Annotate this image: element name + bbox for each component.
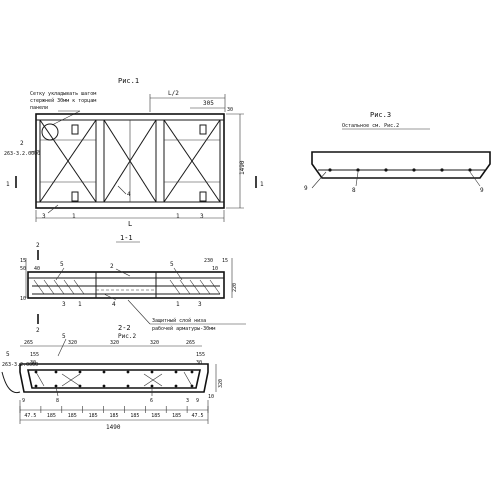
section11-note-line2: рабочей арматуры-30мм — [152, 325, 215, 332]
fig2-rebar-dots — [34, 370, 194, 388]
fig2-title: 2-2 — [118, 324, 131, 332]
fig2-pos-9-right: 9 — [196, 398, 199, 404]
fig1-mesh-ref-code: 263-3.2.0000 — [4, 151, 40, 157]
fig2-dim-265-left: 265 — [24, 340, 33, 346]
fig2-dim-155-left: 155 — [30, 352, 39, 358]
fig1-loop-tr — [199, 124, 207, 135]
fig1-dim-30: 30 — [227, 107, 233, 113]
fig1-loop-br — [199, 191, 207, 202]
fig1-pos-1-right: 1 — [176, 213, 180, 220]
fig2-dim-320-3: 320 — [150, 340, 159, 346]
section11-pos-1-right: 1 — [176, 301, 180, 308]
section-1-1: 1-1 2 5 2 5 3 1 4 1 — [20, 234, 246, 334]
section11-body — [27, 271, 225, 299]
fig3-side-view: Рис.3 Остальное см. Рис.2 9 8 9 — [304, 111, 491, 194]
fig3-pos-9-left: 9 — [304, 185, 308, 192]
fig3-pos-9-right: 9 — [480, 187, 484, 194]
fig1-section-mark-right: 1 — [260, 181, 264, 188]
fig1-title: Рис.1 — [118, 77, 139, 85]
fig2-pos-9-left: 9 — [22, 398, 25, 404]
fig2-dim-155-right: 155 — [196, 352, 205, 358]
fig2-dim-30-left: 30 — [30, 360, 36, 366]
fig2-bottom-dims: 47.5 185 185 185 185 185 185 185 47.5 — [19, 406, 209, 419]
fig3-pos-8: 8 — [352, 187, 356, 194]
fig2-dim-30-right: 30 — [196, 360, 202, 366]
section11-pos-3-right: 3 — [198, 301, 202, 308]
fig1-panel-outline — [35, 113, 225, 209]
fig1-note-leader — [51, 110, 81, 126]
fig1-mesh-ref: 2 — [20, 140, 24, 147]
fig2-bottom-dim-label: 47.5 — [192, 413, 204, 419]
fig2-total-width: 1490 — [106, 424, 121, 431]
section11-title: 1-1 — [120, 234, 133, 242]
fig2-bottom-dim-label: 185 — [68, 413, 77, 419]
fig1-half-span-label: L/2 — [168, 90, 179, 97]
section11-dim-40: 40 — [34, 266, 40, 272]
fig2-subtitle: Рис.2 — [118, 333, 136, 340]
fig2-bottom-dim-label: 185 — [151, 413, 160, 419]
fig2-bottom-dim-label: 47.5 — [24, 413, 36, 419]
section11-pos-2: 2 — [110, 263, 114, 270]
section11-pos-5-left: 5 — [60, 261, 64, 268]
fig2-pos-8: 8 — [56, 398, 59, 404]
fig1-plan-view: Рис.1 Сетку укладывать шагом стержней 30… — [4, 77, 264, 228]
fig1-loop-bl — [71, 191, 79, 202]
fig2-body — [19, 363, 209, 393]
fig1-pos-3: 3 — [42, 213, 46, 220]
fig3-title: Рис.3 — [370, 111, 391, 119]
section11-dim-220: 220 — [232, 283, 238, 292]
section11-dim-15: 15 — [20, 258, 26, 264]
fig2-pos-3: 3 — [186, 398, 189, 404]
fig2-bottom-dim-label: 185 — [89, 413, 98, 419]
fig2-dim-265-right: 265 — [186, 340, 195, 346]
fig2-bottom-dim-label: 185 — [47, 413, 56, 419]
fig2-dim-320-vertical: 320 — [218, 379, 224, 388]
fig2-section-2-2: 2-2 Рис.2 265 320 320 320 265 5 155 30 1… — [1, 324, 224, 431]
fig1-pos-1-left: 1 — [72, 213, 76, 220]
fig1-span-label: L — [128, 220, 132, 228]
section11-dim-10: 10 — [20, 296, 26, 302]
section11-mark-2-top: 2 — [36, 242, 40, 249]
section11-pos-5-right: 5 — [170, 261, 174, 268]
fig1-left-mesh — [39, 119, 97, 203]
fig3-panel-outline — [311, 151, 491, 179]
fig2-left-mark: 5 — [6, 351, 10, 358]
section11-dim-10-right: 10 — [212, 266, 218, 272]
section11-dim-230: 230 — [204, 258, 213, 264]
fig1-right-mesh — [163, 119, 221, 203]
section11-pos-1-left: 1 — [78, 301, 82, 308]
fig2-ref-mark: 5 — [62, 333, 66, 340]
section11-dim-50: 50 — [20, 266, 26, 272]
fig3-subtitle: Остальное см. Рис.2 — [342, 123, 399, 129]
fig1-detail-circle — [41, 123, 59, 141]
fig2-dim-320-1: 320 — [68, 340, 77, 346]
fig1-section-mark-left: 1 — [6, 181, 10, 188]
fig3-rebar-dots — [328, 168, 472, 172]
fig1-pos-3-right: 3 — [200, 213, 204, 220]
section11-pos-4: 4 — [112, 301, 116, 308]
fig1-pos-4: 4 — [127, 191, 131, 198]
fig2-inner-cage — [27, 369, 201, 389]
fig1-note-line3: панели — [30, 105, 48, 111]
fig1-note-line1: Сетку укладывать шагом — [30, 91, 96, 97]
fig1-height-label: 1490 — [239, 160, 246, 175]
fig2-bottom-dim-label: 185 — [172, 413, 181, 419]
fig2-dim-10: 10 — [208, 394, 214, 400]
fig1-loop-tl — [71, 124, 79, 135]
section11-dim-15-right: 15 — [222, 258, 228, 264]
fig2-dim-320-2: 320 — [110, 340, 119, 346]
fig2-bottom-dim-label: 185 — [130, 413, 139, 419]
section11-pos-3: 3 — [62, 301, 66, 308]
fig2-bottom-dim-label: 185 — [109, 413, 118, 419]
section11-mark-2-bottom: 2 — [36, 327, 40, 334]
fig2-pos-6: 6 — [150, 398, 153, 404]
fig1-dim-305: 305 — [203, 100, 214, 107]
section11-note-line1: Защитный слой низа — [152, 318, 206, 324]
fig1-note-line2: стержней 30мм к торцам — [30, 98, 96, 104]
fig2-hatching — [35, 371, 193, 387]
